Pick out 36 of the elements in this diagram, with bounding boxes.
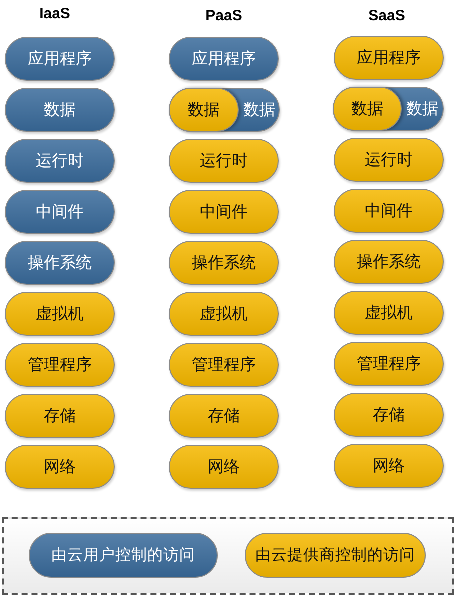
layer-pill: 数据	[169, 88, 239, 132]
layer-pill: 应用程序	[169, 37, 279, 81]
pill-label: 数据	[406, 98, 440, 120]
layer-pill: 管理程序	[5, 343, 115, 387]
layer-pill: 运行时	[334, 138, 444, 182]
layer-pill: 虚拟机	[169, 292, 279, 336]
layer-pill: 管理程序	[334, 342, 444, 386]
layer-pill: 网络	[334, 444, 444, 488]
layer-pill: 操作系统	[5, 241, 115, 285]
layer-pill: 数据	[333, 87, 402, 131]
legend-key: 由云用户控制的访问	[29, 533, 218, 578]
column-title: PaaS	[206, 8, 242, 24]
layer-pill: 操作系统	[334, 240, 444, 284]
column-title: IaaS	[40, 6, 70, 22]
layer-pill: 存储	[169, 394, 279, 438]
layer-pill: 网络	[5, 445, 115, 489]
layer-pill: 管理程序	[169, 343, 279, 387]
layer-pill: 应用程序	[334, 36, 444, 80]
layer-pill: 操作系统	[169, 241, 279, 285]
layer-pill	[333, 87, 444, 131]
layer-pill: 网络	[169, 445, 279, 489]
layer-pill: 中间件	[334, 189, 444, 233]
column-title: SaaS	[368, 8, 406, 24]
layer-pill: 中间件	[169, 190, 279, 234]
legend-key: 由云提供商控制的访问	[245, 533, 426, 578]
layer-pill: 中间件	[5, 190, 115, 234]
layer-pill: 运行时	[169, 139, 279, 183]
layer-pill: 应用程序	[5, 37, 115, 81]
layer-pill: 虚拟机	[5, 292, 115, 336]
layer-pill: 存储	[334, 393, 444, 437]
layer-pill: 虚拟机	[334, 291, 444, 335]
layer-pill: 数据	[5, 88, 115, 132]
pill-label: 数据	[242, 98, 276, 120]
layer-pill: 存储	[5, 394, 115, 438]
layer-pill: 运行时	[5, 139, 115, 183]
layer-pill	[169, 88, 280, 132]
